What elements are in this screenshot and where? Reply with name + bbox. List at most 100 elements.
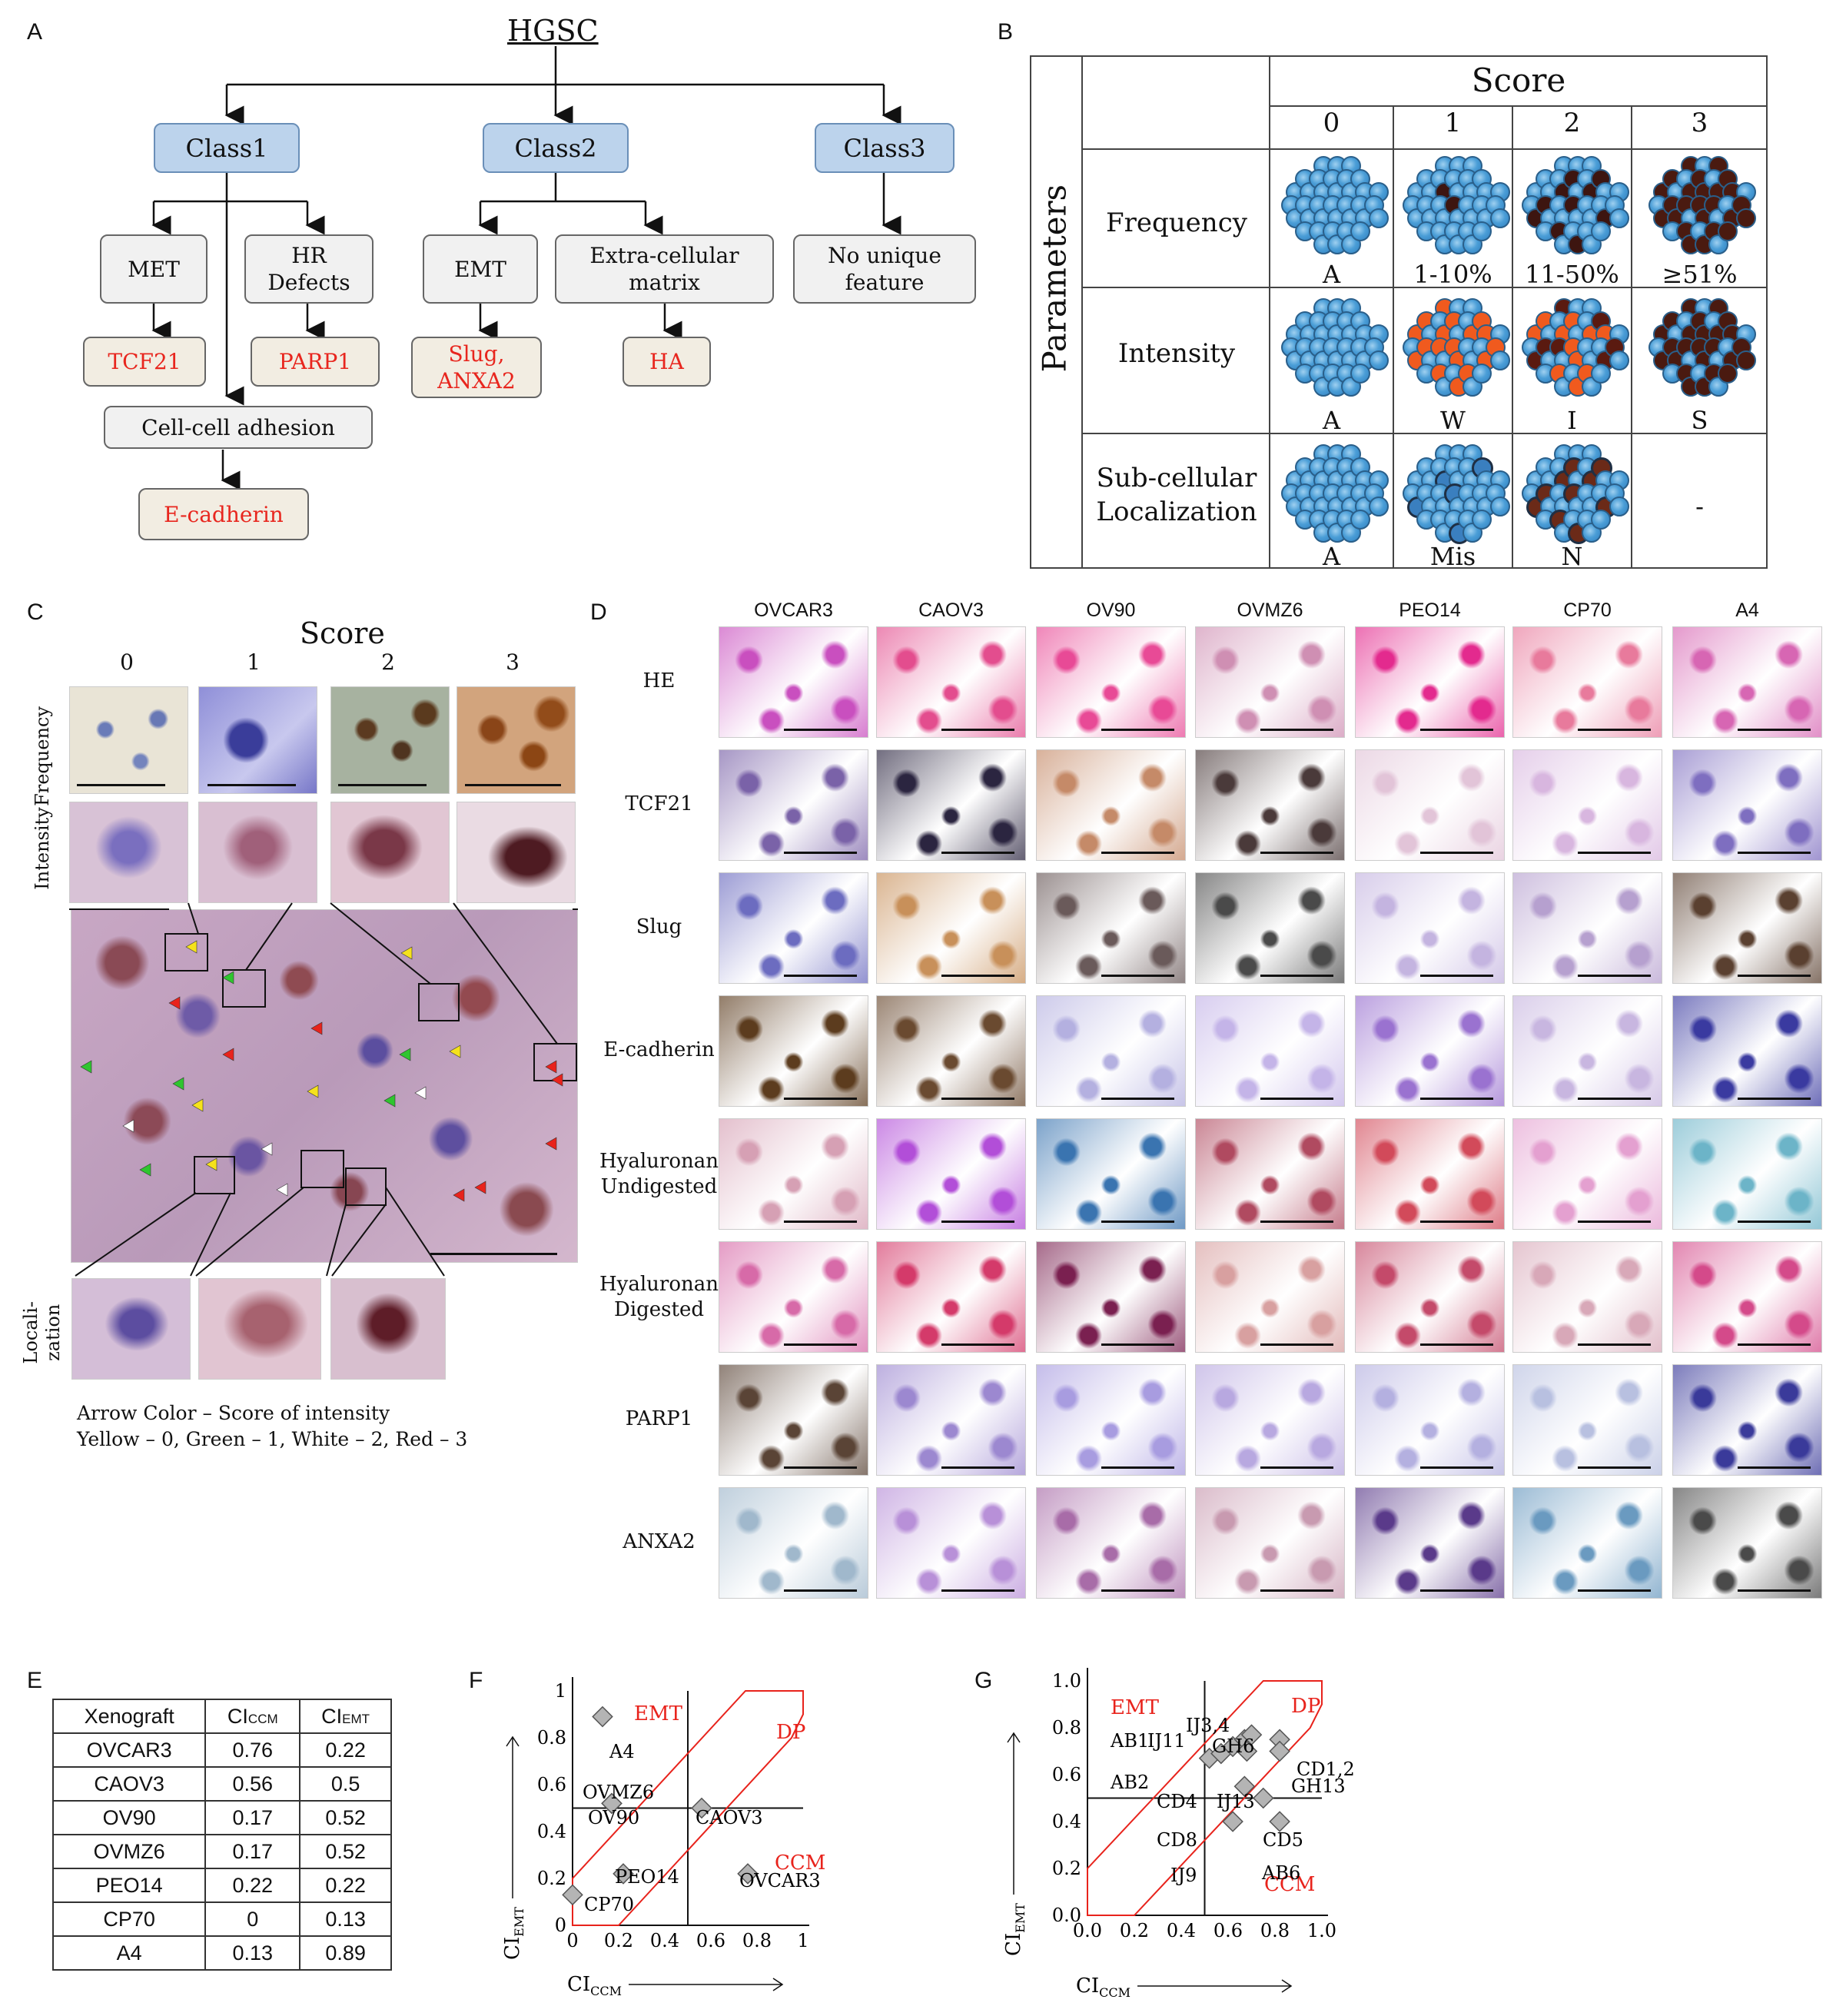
table-cell: 0.5 bbox=[299, 1766, 392, 1802]
stain-row-label-line: HE bbox=[642, 669, 676, 692]
scale-bar bbox=[784, 1098, 857, 1100]
c-score-2: 2 bbox=[381, 649, 395, 675]
panel-a-letter: A bbox=[27, 19, 43, 45]
stain-row-label: Slug bbox=[584, 915, 734, 940]
scale-bar bbox=[338, 784, 427, 786]
scale-bar bbox=[1101, 1343, 1174, 1346]
scale-bar bbox=[1738, 1343, 1811, 1346]
int-label-1: W bbox=[1440, 406, 1466, 435]
scale-bar bbox=[784, 1343, 857, 1346]
ihc-micrograph bbox=[1036, 749, 1186, 861]
ihc-micrograph bbox=[1195, 1241, 1345, 1353]
y-tick-label: 0.4 bbox=[1052, 1811, 1081, 1832]
scale-bar bbox=[784, 1589, 857, 1592]
scale-bar bbox=[941, 1466, 1014, 1469]
scale-bar bbox=[784, 729, 857, 731]
scale-bar bbox=[1260, 1589, 1333, 1592]
loc-label-2: N bbox=[1561, 542, 1583, 571]
ihc-micrograph bbox=[719, 1364, 868, 1476]
score-0-b: 0 bbox=[1323, 108, 1340, 138]
point-label: IJ11 bbox=[1147, 1730, 1186, 1752]
x-tick-label: 0.4 bbox=[1167, 1920, 1196, 1941]
ccm-sub: CCM bbox=[247, 1711, 278, 1726]
scale-bar bbox=[1738, 729, 1811, 731]
x-arrow-icon bbox=[1137, 1979, 1293, 1993]
cell-icon bbox=[1609, 497, 1629, 516]
stain-row-label-line: E-cadherin bbox=[603, 1038, 715, 1061]
cell-icon bbox=[1472, 221, 1492, 241]
ihc-micrograph bbox=[719, 1118, 868, 1230]
ihc-micrograph bbox=[1355, 995, 1505, 1107]
point-label: GH6 bbox=[1212, 1735, 1254, 1757]
header-ci-emt: CIEMT bbox=[299, 1699, 392, 1734]
int-label-3: S bbox=[1691, 406, 1708, 435]
ihc-micrograph bbox=[1672, 1241, 1822, 1353]
c-int-tile-0 bbox=[69, 802, 188, 903]
point-label: OVMZ6 bbox=[583, 1782, 654, 1803]
scale-bar bbox=[1260, 1466, 1333, 1469]
panel-g-letter: G bbox=[974, 1668, 993, 1693]
data-point bbox=[613, 1863, 634, 1885]
ihc-micrograph bbox=[1036, 1364, 1186, 1476]
loc-label-1: Mis bbox=[1429, 542, 1476, 571]
ihc-micrograph bbox=[876, 872, 1026, 984]
point-label: CP70 bbox=[584, 1894, 634, 1915]
score-arrow-icon bbox=[261, 1142, 273, 1156]
score-arrow-icon bbox=[222, 971, 234, 985]
slug-anxa2-marker: Slug, ANXA2 bbox=[411, 337, 542, 398]
ihc-micrograph bbox=[876, 1487, 1026, 1599]
x-tick-label: 1.0 bbox=[1307, 1920, 1336, 1941]
scale-bar bbox=[1578, 1221, 1651, 1223]
data-point bbox=[562, 1884, 583, 1906]
scale-bar bbox=[1420, 1221, 1493, 1223]
cell-icon bbox=[1591, 221, 1611, 241]
ihc-micrograph bbox=[1512, 1241, 1662, 1353]
scale-bar bbox=[1738, 1221, 1811, 1223]
cell-icon bbox=[1736, 350, 1756, 370]
scale-bar bbox=[1260, 1343, 1333, 1346]
y-tick-label: 0.8 bbox=[537, 1727, 566, 1749]
ci-text: CI bbox=[227, 1704, 248, 1728]
panel-d-letter: D bbox=[590, 599, 607, 625]
x-tick-label: 0 bbox=[566, 1930, 578, 1951]
y-tick-label: 0.6 bbox=[1052, 1764, 1081, 1785]
ihc-micrograph bbox=[1672, 872, 1822, 984]
stain-row-label-line: Hyaluronan bbox=[599, 1273, 719, 1296]
scale-bar bbox=[1738, 975, 1811, 977]
x-axis-label-sub: CCM bbox=[1099, 1985, 1131, 2000]
panel-e-letter: E bbox=[27, 1668, 43, 1693]
c-freq-tile-1 bbox=[198, 686, 317, 794]
table-cell: 0.17 bbox=[204, 1834, 301, 1869]
cell-line-column-header: PEO14 bbox=[1399, 599, 1461, 621]
hr-line1: HR bbox=[291, 243, 327, 268]
freq-label-0: A bbox=[1322, 260, 1341, 289]
scale-bar bbox=[1260, 1098, 1333, 1100]
x-axis-label-sub: CCM bbox=[590, 1984, 622, 1998]
table-cell: CAOV3 bbox=[51, 1766, 207, 1802]
score-arrow-icon bbox=[310, 1021, 323, 1035]
scale-bar bbox=[1578, 1466, 1651, 1469]
cell-icon bbox=[1591, 364, 1611, 384]
region-label-emt: EMT bbox=[634, 1702, 683, 1725]
scale-bar bbox=[941, 1221, 1014, 1223]
point-label: CD1,2 bbox=[1297, 1759, 1355, 1780]
ihc-micrograph bbox=[719, 872, 868, 984]
table-cell: 0.22 bbox=[299, 1868, 392, 1903]
score-arrow-icon bbox=[449, 1045, 461, 1058]
cell-icon bbox=[1472, 510, 1492, 530]
cell-icon bbox=[1350, 510, 1370, 530]
scale-bar bbox=[1578, 1589, 1651, 1592]
stain-row-label: E-cadherin bbox=[584, 1038, 734, 1063]
scale-bar bbox=[1260, 852, 1333, 854]
panel-a-connectors bbox=[151, 46, 901, 490]
param-frequency: Frequency bbox=[1106, 208, 1247, 238]
stain-row-label-line: PARP1 bbox=[625, 1407, 693, 1430]
ihc-micrograph bbox=[1036, 1241, 1186, 1353]
ihc-micrograph bbox=[1672, 1487, 1822, 1599]
data-point bbox=[1236, 1740, 1258, 1762]
score-1-b: 1 bbox=[1444, 108, 1462, 138]
